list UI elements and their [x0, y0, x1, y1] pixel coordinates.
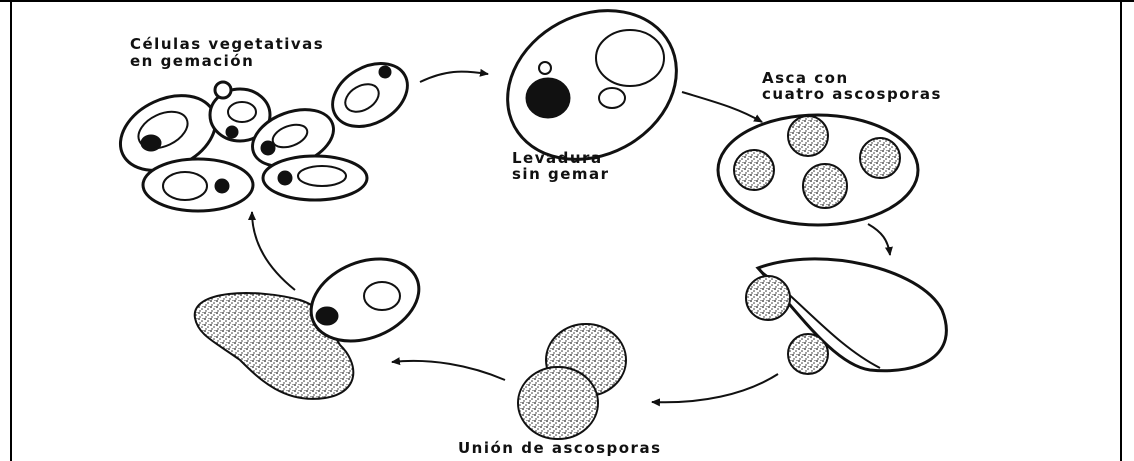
- arrow-to-union: [652, 374, 778, 402]
- label-budding-line1: Células vegetativas: [130, 36, 324, 53]
- ruptured-ascus-icon: [746, 259, 946, 374]
- label-budding-line2: en gemación: [130, 53, 254, 70]
- arrow-to-ruptured: [868, 224, 890, 255]
- arrow-to-budding: [252, 212, 295, 290]
- zygote-icon: [195, 244, 431, 399]
- ascus-icon: [718, 115, 918, 225]
- arrow-to-zygote: [392, 361, 505, 380]
- budding-cells-icon: [108, 51, 418, 211]
- arrow-to-ascus: [682, 92, 762, 122]
- arrow-to-nonbudding: [420, 72, 488, 82]
- label-ascus-line2: cuatro ascosporas: [762, 86, 942, 103]
- fusing-ascospores-icon: [518, 324, 626, 439]
- label-nonbudding-line2: sin gemar: [512, 166, 610, 183]
- label-union: Unión de ascosporas: [458, 440, 662, 457]
